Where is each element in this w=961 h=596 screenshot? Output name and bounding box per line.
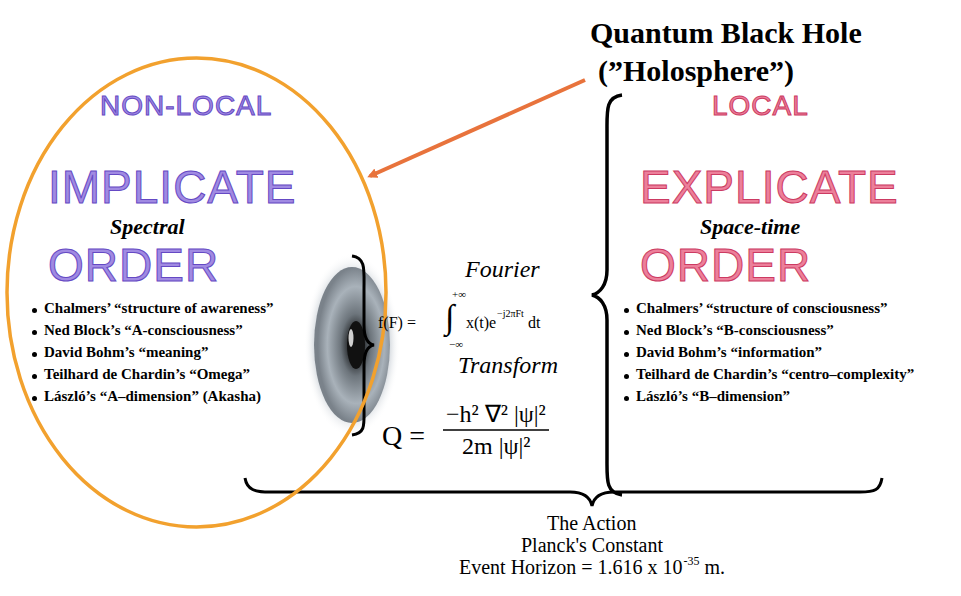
- formula-caption: Fourier: [465, 256, 540, 283]
- bullet-dot: [32, 396, 37, 401]
- right-brace: [592, 95, 622, 495]
- bullet-item: Chalmers’ “structure of awareness”: [44, 300, 274, 317]
- bottom-brace: [245, 478, 882, 506]
- integral-limit: −∞: [449, 338, 463, 350]
- bullet-item: Teilhard de Chardin’s “centro–complexity…: [636, 366, 914, 383]
- bullet-item: László’s “B–dimension”: [636, 388, 790, 405]
- brace-note: Event Horizon = 1.616 x 10: [459, 556, 682, 579]
- region-heading: LOCAL: [712, 90, 809, 122]
- order-title: ORDER: [640, 238, 811, 292]
- text-row: Event Horizon = 1.616 x 10-35 m.: [292, 556, 892, 579]
- fraction-numerator: −h² ∇² |ψ|²: [446, 400, 546, 428]
- formula-part: x(t)e: [466, 314, 496, 332]
- bullet-dot: [32, 330, 37, 335]
- bullet-item: Teilhard de Chardin’s “Omega”: [44, 366, 250, 383]
- bullet-dot: [32, 374, 37, 379]
- bullet-item: Chalmers’ “structure of consciousness”: [636, 300, 888, 317]
- formula-caption: Transform: [458, 352, 558, 379]
- brace-note: The Action: [547, 512, 636, 535]
- bullet-item: László’s “A–dimension” (Akasha): [44, 388, 261, 405]
- formula-exponent: −j2πFt: [497, 308, 524, 319]
- bullet-dot: [624, 330, 629, 335]
- order-title: EXPLICATE: [640, 160, 899, 214]
- brace-note: m.: [704, 556, 725, 579]
- circle-outline: [5, 56, 388, 529]
- bullet-dot: [624, 374, 629, 379]
- order-subtitle: Space-time: [700, 214, 800, 240]
- bullet-dot: [624, 352, 629, 357]
- exponent: -35: [683, 554, 699, 569]
- bullet-dot: [32, 352, 37, 357]
- formula-part: f(F) =: [378, 314, 416, 332]
- bullet-item: David Bohm’s “information”: [636, 344, 822, 361]
- order-title: ORDER: [48, 238, 219, 292]
- formula-part: Q =: [382, 420, 425, 452]
- bullet-dot: [32, 308, 37, 313]
- fraction-denominator: 2m |ψ|²: [462, 433, 531, 460]
- callout-title: Quantum Black Hole: [590, 16, 862, 50]
- order-title: IMPLICATE: [48, 160, 296, 214]
- bullet-item: Ned Block’s “A-consciousness”: [44, 322, 243, 339]
- integral-sign: ∫: [445, 298, 454, 336]
- region-heading: NON-LOCAL: [100, 90, 272, 122]
- formula-part: dt: [528, 314, 540, 332]
- circle-region: NON-LOCAL IMPLICATE ORDERSpectralChalmers’…: [5, 56, 388, 529]
- callout-title: (”Holosphere”): [598, 54, 794, 88]
- brace-note: Planck's Constant: [521, 534, 663, 557]
- leader-arrow: [370, 80, 585, 176]
- bullet-dot: [624, 396, 629, 401]
- fraction-bar: [443, 429, 549, 431]
- order-subtitle: Spectral: [110, 214, 185, 240]
- bullet-dot: [624, 308, 629, 313]
- bullet-item: David Bohm’s “meaning”: [44, 344, 208, 361]
- bullet-item: Ned Block’s “B-consciousness”: [636, 322, 834, 339]
